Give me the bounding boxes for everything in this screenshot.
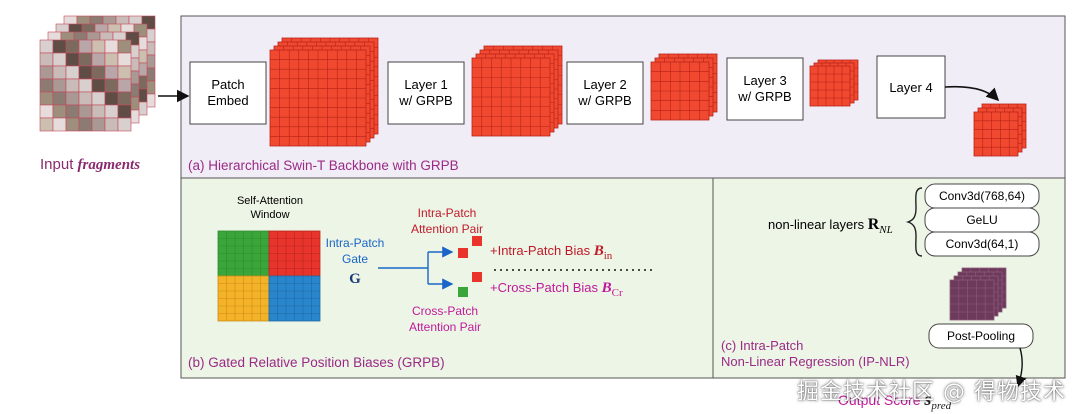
arrow-layer4-to-cube5	[944, 85, 1000, 102]
intra-pair-label-1: Intra-Patch	[418, 206, 477, 220]
layer1-label-1: Layer 1	[404, 77, 447, 92]
conv3d-64-1-box	[924, 231, 1040, 257]
watermark: 掘金技术社区 @ 得物技术	[797, 380, 1066, 405]
conv3d-768-64-label: Conv3d(768,64)	[939, 189, 1025, 203]
layer1-label-2: w/ GRPB	[398, 93, 452, 108]
feature-cube-2	[471, 45, 563, 137]
panel-b-caption: (b) Gated Relative Position Biases (GRPB…	[188, 355, 445, 370]
layer3-label-2: w/ GRPB	[737, 89, 791, 104]
layer2-box	[566, 61, 644, 125]
gate-symbol: G	[349, 271, 361, 287]
cross-pair-square-b	[472, 272, 482, 282]
output-score-label: Output Score spred	[838, 389, 952, 412]
intra-pair-square-a	[458, 248, 468, 258]
input-label: Input fragments	[40, 156, 140, 173]
nonlinear-label: non-linear layers RNL	[768, 216, 893, 236]
feature-cube-4	[809, 59, 859, 107]
patch-embed-label-1: Patch	[211, 77, 244, 92]
intra-pair-label-2: Attention Pair	[411, 222, 483, 236]
layer4-label: Layer 4	[889, 80, 932, 95]
regression-output-cube	[949, 267, 1007, 321]
window-label-2: Window	[250, 209, 289, 221]
cross-pair-label-2: Attention Pair	[409, 320, 481, 334]
layer2-label-1: Layer 2	[583, 77, 626, 92]
gate-label-2: Gate	[342, 252, 368, 266]
gelu-label: GeLU	[966, 213, 997, 227]
patch-embed-box	[189, 61, 267, 125]
cross-pair-label-1: Cross-Patch	[412, 304, 478, 318]
layer3-box	[726, 57, 804, 121]
post-pooling-label: Post-Pooling	[947, 329, 1015, 343]
arrow-pooling-to-output	[1015, 347, 1027, 388]
panel-c-caption-2: Non-Linear Regression (IP-NLR)	[721, 354, 910, 369]
input-fragments-cube	[39, 15, 156, 132]
feature-cube-3	[650, 53, 718, 121]
panel-c-caption-1: (c) Intra-Patch	[721, 338, 803, 353]
intra-bias-label: +Intra-Patch Bias Bin	[490, 243, 613, 262]
patch-embed-label-2: Embed	[207, 93, 248, 108]
layer4-box	[876, 55, 946, 119]
layer2-label-2: w/ GRPB	[577, 93, 631, 108]
feature-cube-5	[973, 103, 1027, 157]
layer1-box	[387, 61, 465, 125]
layer3-label-1: Layer 3	[743, 73, 786, 88]
gate-label-1: Intra-Patch	[326, 236, 385, 250]
intra-pair-square-b	[472, 236, 482, 246]
panel-a-caption: (a) Hierarchical Swin-T Backbone with GR…	[188, 158, 459, 173]
cross-bias-label: +Cross-Patch Bias BCr	[490, 280, 623, 299]
feature-cube-1	[269, 37, 379, 147]
conv3d-64-1-label: Conv3d(64,1)	[946, 237, 1019, 251]
nonlinear-brace	[905, 187, 923, 257]
self-attention-window	[217, 230, 321, 322]
post-pooling-box	[928, 323, 1034, 349]
cross-pair-square-a	[458, 287, 468, 297]
window-label-1: Self-Attention	[237, 195, 303, 207]
